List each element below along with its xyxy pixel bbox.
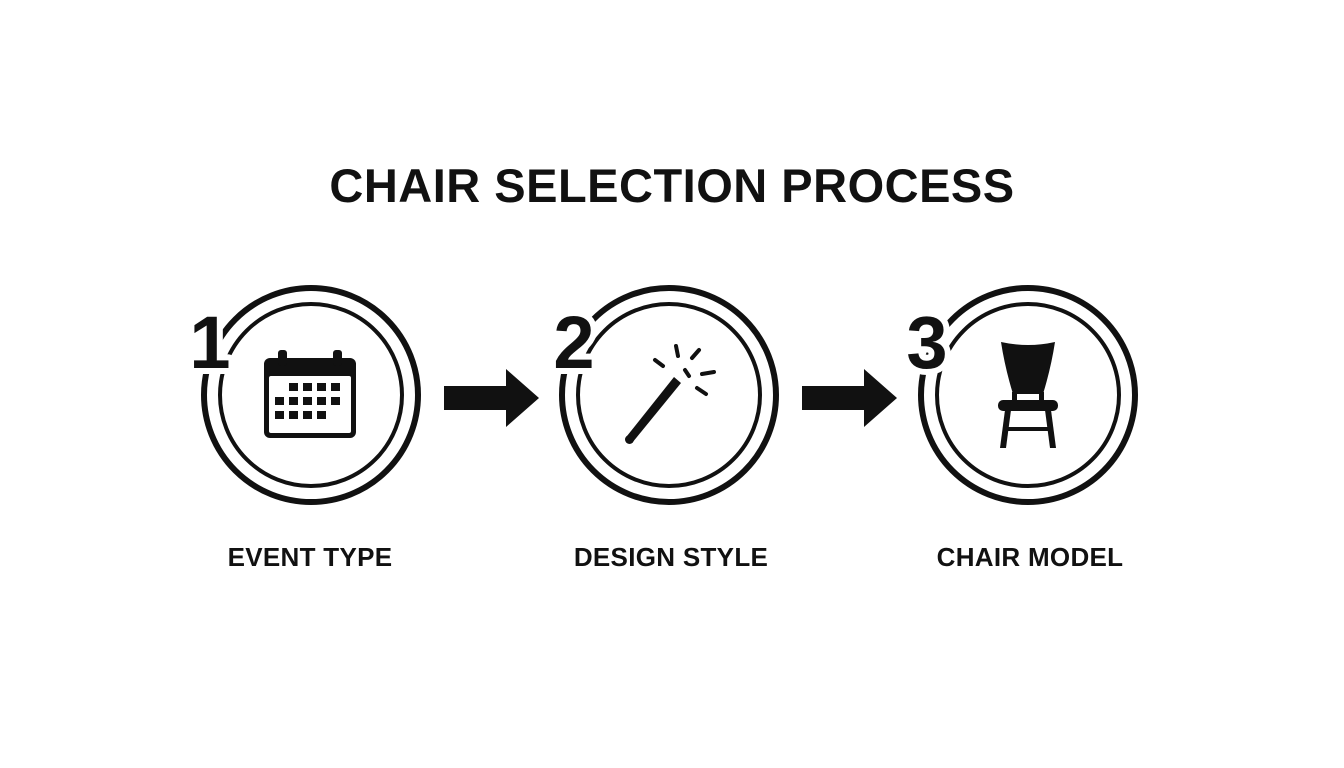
step-3-number-badge: 3	[891, 298, 963, 390]
arrow-right-icon	[444, 368, 540, 428]
step-2-circle	[558, 284, 780, 506]
step-1-label: EVENT TYPE	[227, 542, 393, 572]
step-3-label: CHAIR MODEL	[936, 542, 1124, 572]
step-3-number: 3	[906, 301, 947, 384]
step-1-number: 1	[189, 301, 230, 384]
step-1-circle	[200, 284, 422, 506]
diagram-title: CHAIR SELECTION PROCESS	[329, 159, 1015, 212]
step-2-label: DESIGN STYLE	[573, 542, 769, 572]
arrow-right-icon	[802, 368, 898, 428]
step-2-number: 2	[553, 301, 594, 384]
magic-wand-icon	[625, 344, 716, 444]
chair-icon	[998, 342, 1058, 448]
calendar-icon	[264, 350, 356, 438]
step-3-circle	[917, 284, 1139, 506]
step-2-number-badge: 2	[538, 298, 610, 390]
step-1-number-badge: 1	[174, 298, 246, 390]
